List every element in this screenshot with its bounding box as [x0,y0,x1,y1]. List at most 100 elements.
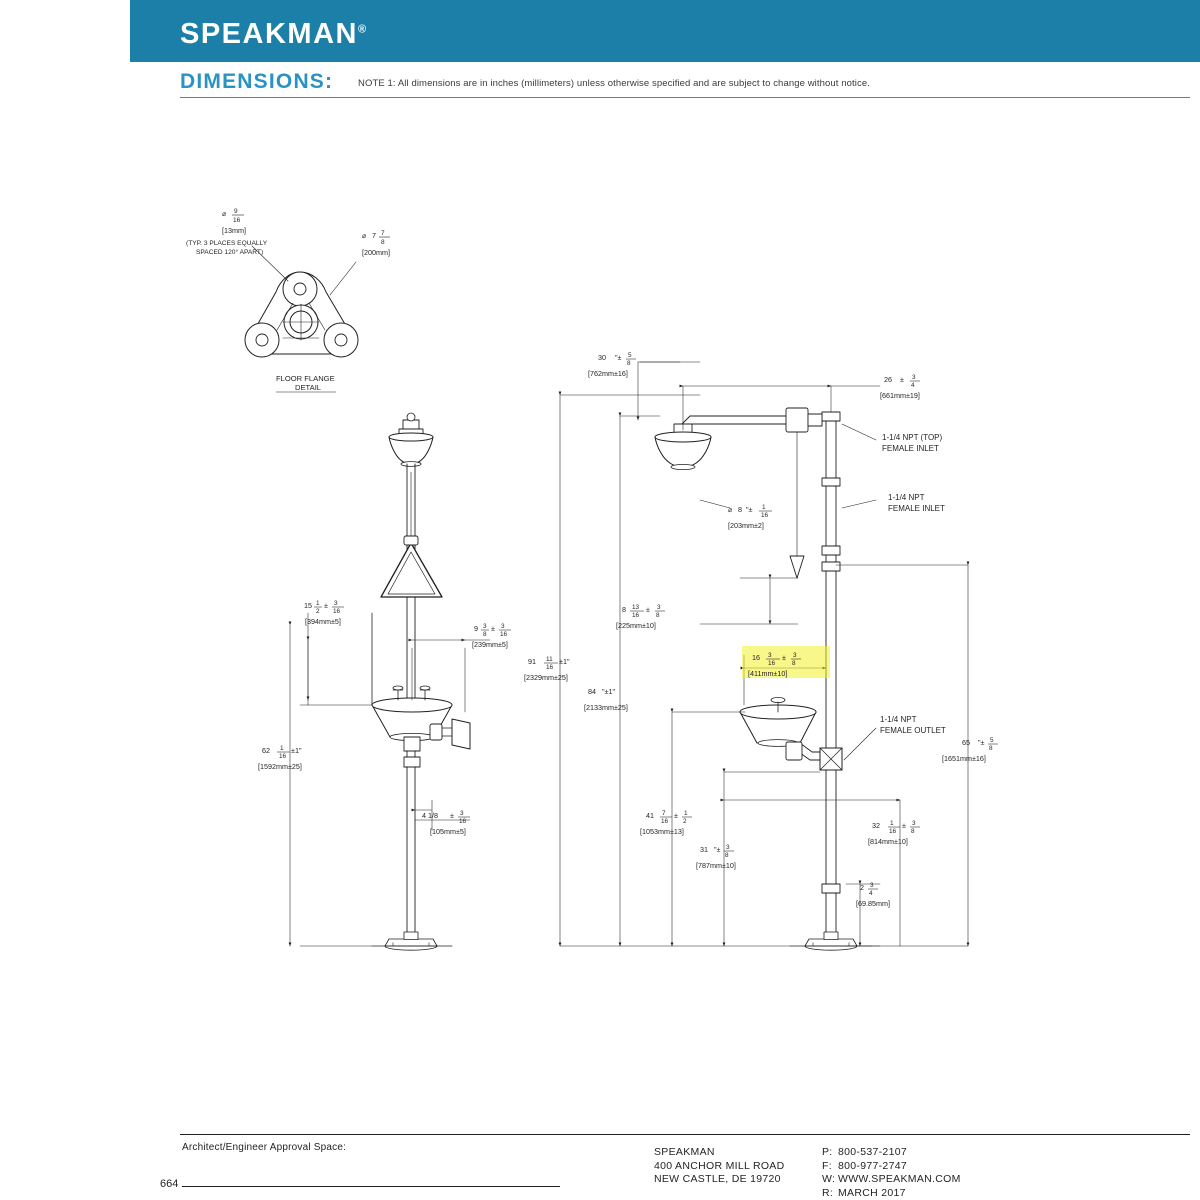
dim-r0-tolnum: 5 [628,352,632,359]
right-elevation [654,407,873,951]
dim-r5-whole: 91 [528,657,536,666]
dim-left-4-1-8: 4 1/8 ± 3 16 [105mm±5] [422,810,470,836]
dim-r10-whole: 65 [962,738,970,747]
dim-r11-den: 4 [869,890,873,897]
dim-r1-whole: 26 [884,375,892,384]
dim-r3-tolden: 8 [656,612,660,619]
dim-left-3-whole: 62 [262,746,270,755]
dim-right-91-11-16: 91 11 16 ±1" [2329mm±25] [524,656,570,682]
dim-r4-tolnum: 3 [793,652,797,659]
web-value[interactable]: WWW.SPEAKMAN.COM [838,1173,961,1185]
brand-logo-text: SPEAKMAN [180,18,358,50]
address-line-1: 400 ANCHOR MILL ROAD [654,1159,785,1172]
dim-r3-num: 13 [632,604,640,611]
dim-left-62: 62 1 16 ±1" [1592mm±25] [258,745,302,771]
callout-2-line1: 1-1/4 NPT [880,715,917,724]
dim-r11-mm: [69.85mm] [856,899,890,908]
approval-label: Architect/Engineer Approval Space: [182,1142,347,1153]
dim-r2-mm: [203mm±2] [728,521,764,530]
fax-row: F:800-977-2747 [822,1160,961,1174]
flange-dia-symbol: ⌀ [362,231,366,240]
left-elevation [371,412,471,951]
dim-left-2-whole: 9 [474,624,478,633]
dim-r2-sym: ⌀ [728,505,732,514]
dim-left-1-tolden: 16 [333,608,341,615]
dim-r10-tolden: 8 [989,745,993,752]
dim-right-16-3-16-highlight: 16 3 16 ± 3 8 [411mm±10] [748,652,801,678]
dim-r9-tolden: 8 [911,828,915,835]
dim-left-4-suffix: ± [450,811,454,820]
callout-2-line2: FEMALE OUTLET [880,726,946,735]
company-name: SPEAKMAN [654,1146,715,1158]
phone-value: 800-537-2107 [838,1146,907,1158]
dim-left-3-mm: [1592mm±25] [258,762,302,771]
flange-hole-dia-mm: [13mm] [222,226,246,235]
dim-right-65: 65 "± 5 8 [1651mm±16] [942,737,998,763]
callout-0-line1: 1-1/4 NPT (TOP) [882,433,943,442]
dim-right-31: 31 "± 3 8 [787mm±10] [696,844,736,870]
header-divider [180,97,1190,98]
dim-r1-tolden: 4 [911,382,915,389]
dim-r4-mm: [411mm±10] [748,669,787,678]
dim-r1-suffix: ± [900,375,904,384]
flange-dia-num: 7 [381,230,385,237]
dim-r10-suffix: "± [978,738,985,747]
dim-r6-whole: 84 [588,687,596,696]
dim-r9-mm: [814mm±10] [868,837,908,846]
callout-top-inlet: 1-1/4 NPT (TOP) FEMALE INLET [882,433,943,453]
revision-label: R: [822,1186,834,1199]
dim-r4-whole: 16 [752,653,760,662]
dim-r6-mm: [2133mm±25] [584,703,628,712]
dim-right-84: 84 "±1" [2133mm±25] [584,687,628,712]
dim-left-2-den: 8 [483,631,487,638]
dim-r1-tolnum: 3 [912,374,916,381]
dim-r4-den: 16 [768,660,776,667]
dim-r11-whole: 2 [860,883,864,892]
dim-left-2-tolnum: 3 [501,623,505,630]
dim-r8-suffix: "± [714,845,721,854]
dim-r3-whole: 8 [622,605,626,614]
dim-left-3-den: 16 [279,753,287,760]
page-number: 664 [160,1178,179,1190]
dim-r5-tol: ±1" [559,657,570,666]
dimension-lines [288,361,970,947]
dim-r9-tolnum: 3 [912,820,916,827]
web-row[interactable]: W:WWW.SPEAKMAN.COM [822,1173,961,1187]
flange-title-line2: DETAIL [295,383,321,392]
dim-left-1-suffix: ± [324,601,328,610]
dim-right-30: 30 "± 5 8 [762mm±16] [588,352,636,378]
dim-left-9-3-8: 9 3 8 ± 3 16 [239mm±5] [472,623,511,649]
floor-flange-plan [244,245,359,358]
dim-left-4-mm: [105mm±5] [430,827,466,836]
dim-left-1-den: 2 [316,608,320,615]
dim-left-2-tolden: 16 [500,631,508,638]
dim-r8-mm: [787mm±10] [696,861,736,870]
dim-right-dia-8: ⌀ 8 "± 1 16 [203mm±2] [728,504,772,530]
dim-r10-mm: [1651mm±16] [942,754,986,763]
dim-r0-suffix: "± [615,353,622,362]
dim-r7-suffix: ± [674,811,678,820]
dim-r7-mm: [1053mm±13] [640,827,684,836]
callout-side-inlet: 1-1/4 NPT FEMALE INLET [888,493,945,513]
drawing-labels: ⌀ 9 16 [13mm] (TYP. 3 PLACES EQUALLY SPA… [186,208,998,908]
brand-logo: SPEAKMAN® [180,18,366,51]
callout-1-line2: FEMALE INLET [888,504,945,513]
dim-left-3-num: 1 [280,745,284,752]
dim-r8-tolden: 8 [725,852,729,859]
callout-outlet: 1-1/4 NPT FEMALE OUTLET [880,715,946,735]
flange-hole-dia-symbol: ⌀ [222,209,226,218]
dim-r4-suffix: ± [782,653,786,662]
dim-r7-tolden: 2 [683,818,687,825]
dim-r3-tolnum: 3 [657,604,661,611]
dim-left-4-whole: 4 1/8 [422,811,438,820]
flange-hole-dim: ⌀ 9 16 [13mm] (TYP. 3 PLACES EQUALLY SPA… [186,208,268,256]
dim-r8-tolnum: 3 [726,844,730,851]
dim-left-1-whole: 15 [304,601,312,610]
flange-dia-mm: [200mm] [362,248,390,257]
dim-r2-tolden: 16 [761,512,769,519]
revision-row: R:MARCH 2017 [822,1187,961,1200]
dim-r5-num: 11 [546,656,553,663]
dim-r9-whole: 32 [872,821,880,830]
dim-r8-whole: 31 [700,845,708,854]
dim-r0-tolden: 8 [627,360,631,367]
